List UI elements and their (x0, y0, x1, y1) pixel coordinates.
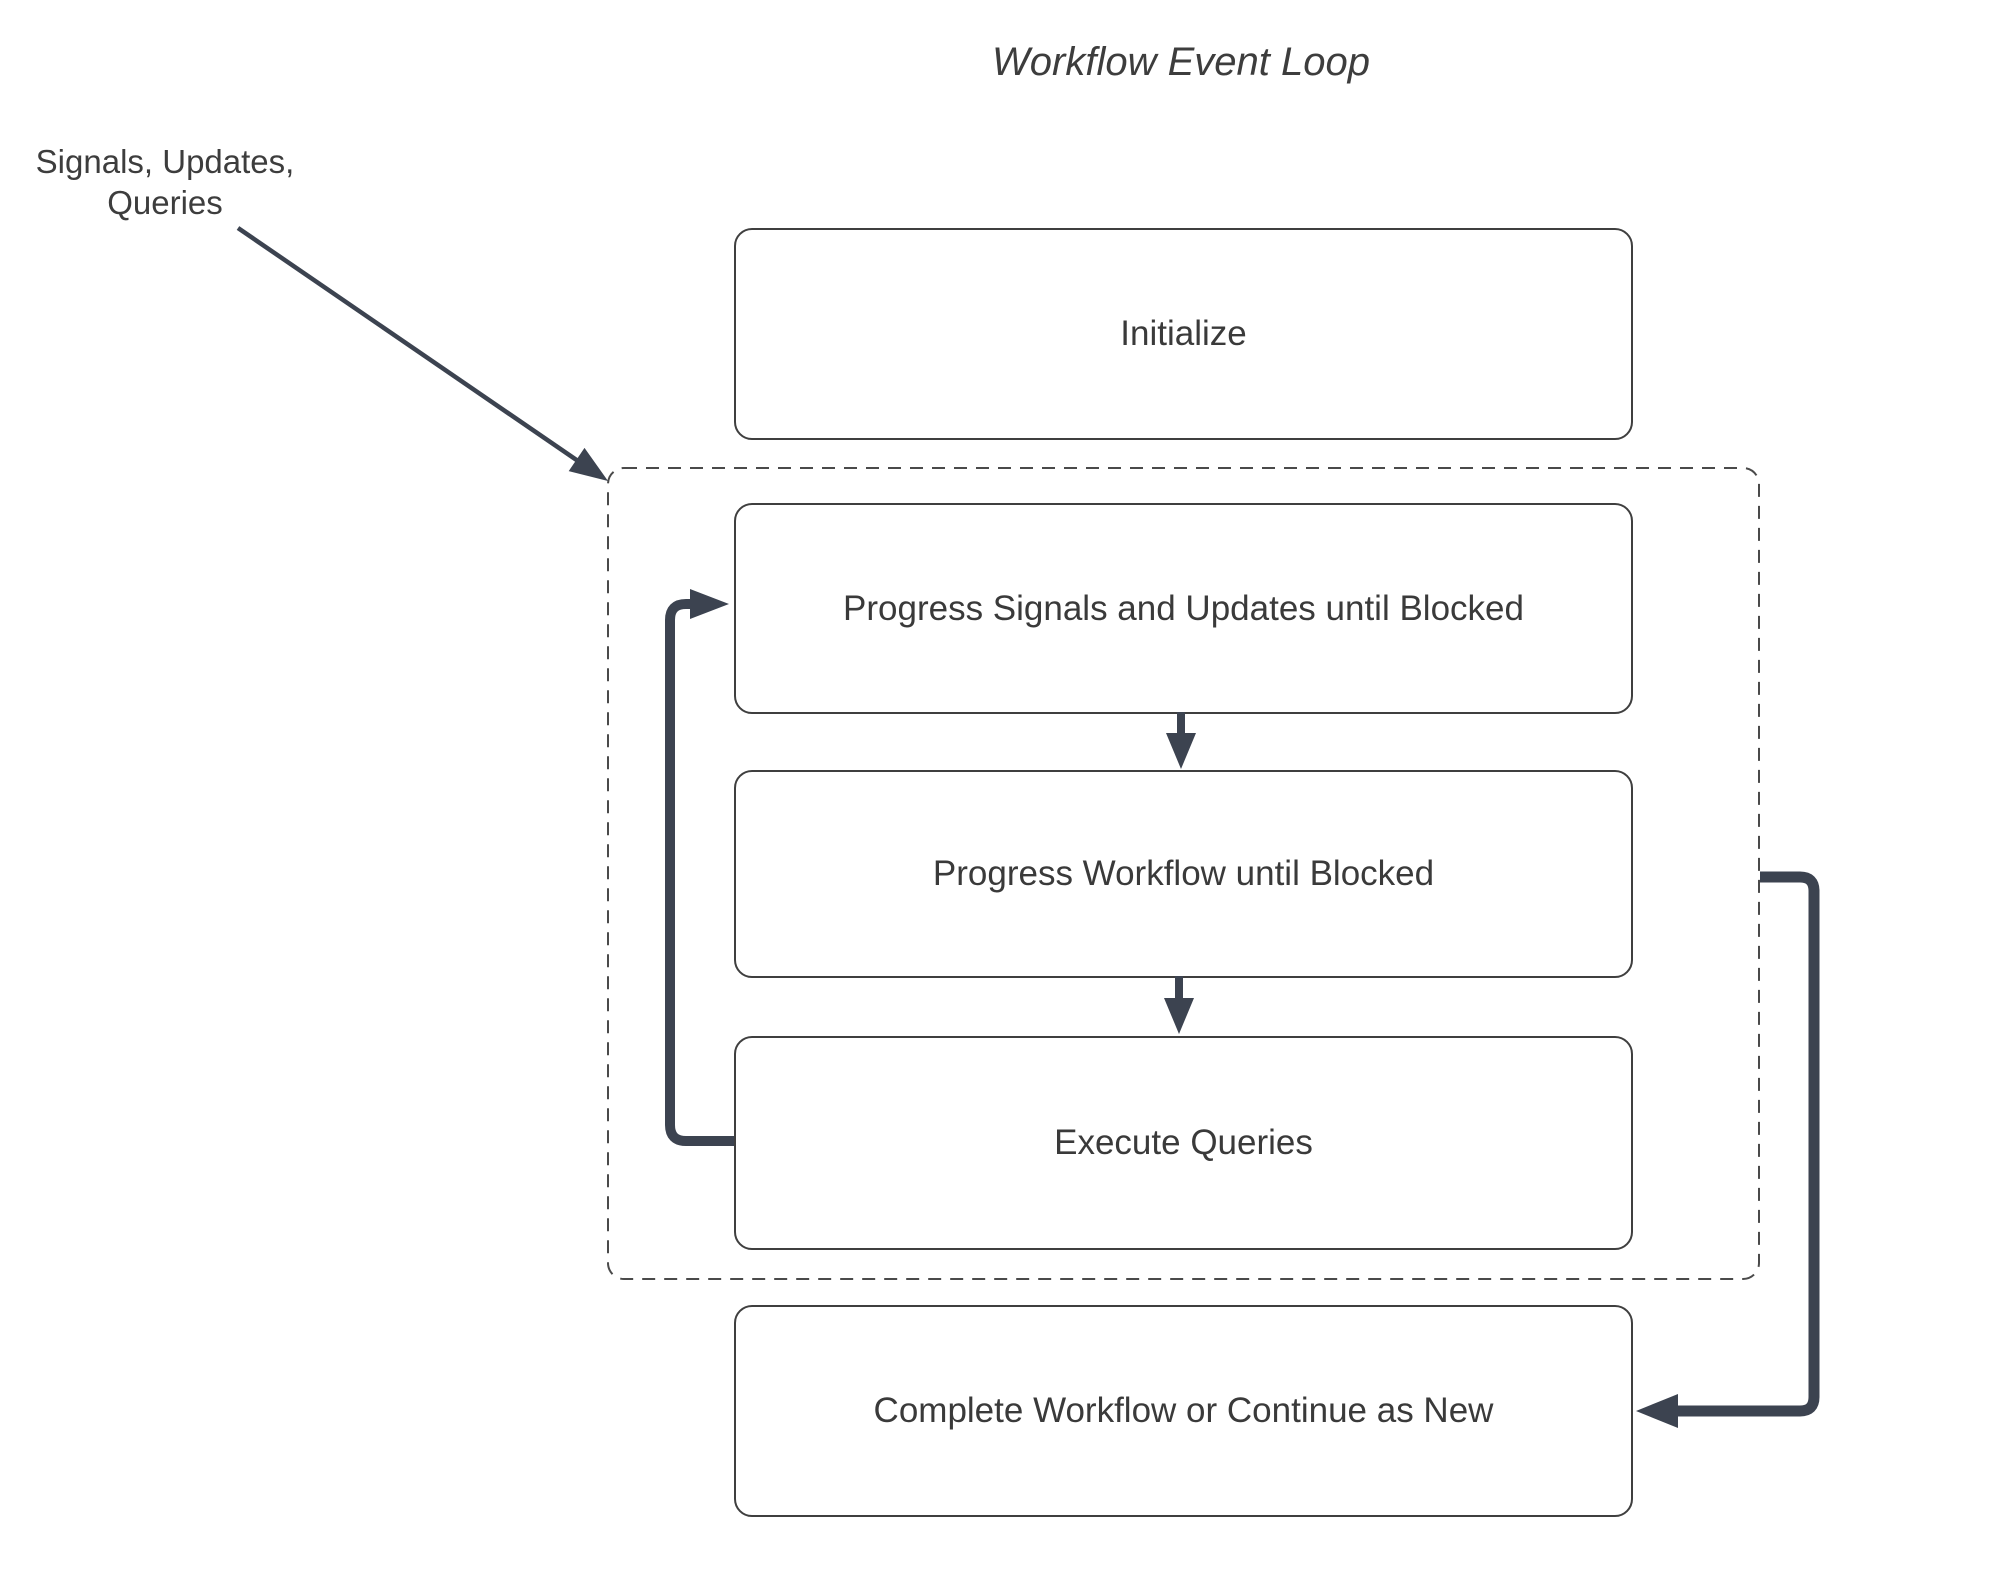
signals-updates-queries-label: Signals, Updates, Queries (25, 141, 305, 223)
signals-input-arrow-line (236, 226, 580, 463)
node-progress-workflow: Progress Workflow until Blocked (734, 770, 1633, 978)
loop-back-arrow-line (665, 599, 734, 1146)
loop-back-arrowhead-icon (690, 589, 729, 619)
annotation-line-1: Signals, Updates, (35, 143, 295, 180)
signals-input-arrowhead-icon (568, 447, 608, 481)
node-execute-queries: Execute Queries (734, 1036, 1633, 1250)
node-complete-workflow-label: Complete Workflow or Continue as New (873, 1391, 1494, 1430)
node-progress-signals-label: Progress Signals and Updates until Block… (843, 588, 1524, 628)
arrow-workflow-to-queries-head-icon (1164, 998, 1194, 1034)
exit-arrow-line (1676, 871, 1820, 1417)
node-initialize: Initialize (734, 228, 1633, 440)
node-complete-workflow: Complete Workflow or Continue as New (734, 1305, 1633, 1517)
node-execute-queries-label: Execute Queries (1054, 1123, 1313, 1162)
arrow-signals-to-workflow-head-icon (1166, 733, 1196, 769)
diagram-title: Workflow Event Loop (992, 40, 1370, 84)
exit-arrowhead-icon (1636, 1394, 1678, 1428)
node-progress-signals: Progress Signals and Updates until Block… (734, 503, 1633, 714)
node-progress-workflow-label: Progress Workflow until Blocked (932, 854, 1435, 893)
annotation-line-2: Queries (107, 184, 223, 221)
node-initialize-label: Initialize (1120, 314, 1247, 353)
